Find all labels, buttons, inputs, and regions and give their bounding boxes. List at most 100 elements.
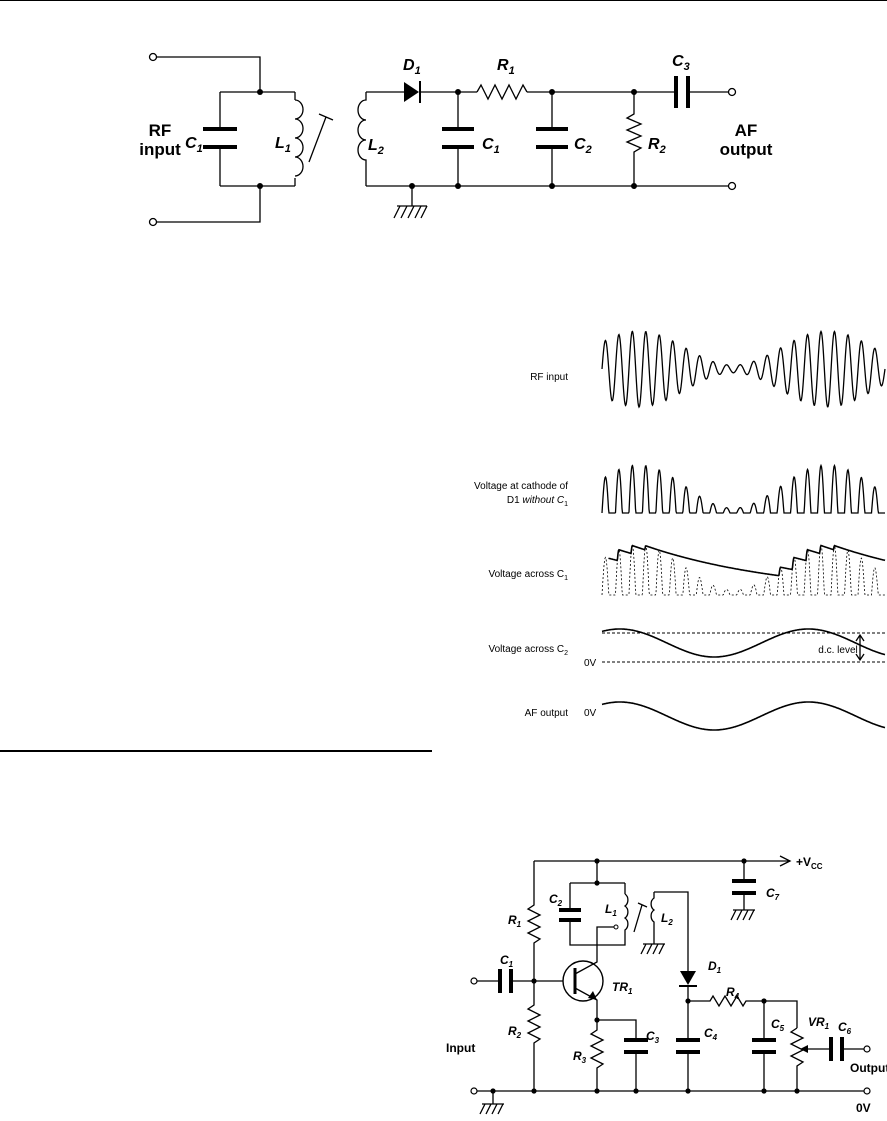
rf-input-waveform	[601, 329, 886, 409]
af-output-waveform	[601, 701, 886, 731]
node	[631, 89, 637, 95]
node	[531, 978, 537, 984]
rf-input-wave-label: RF input	[530, 372, 568, 383]
l1-tap	[613, 924, 619, 930]
section-divider	[0, 750, 432, 752]
d1-label: D1	[403, 57, 421, 77]
tr1-emitter-arrow	[588, 991, 597, 1000]
node	[455, 89, 461, 95]
r1-label: R1	[508, 913, 522, 929]
l2-label: L2	[661, 911, 673, 927]
input-label: Input	[446, 1041, 475, 1055]
c7-label: C7	[766, 886, 780, 902]
node	[455, 183, 461, 189]
zero-volt-label: 0V	[856, 1101, 871, 1115]
ferrite-core	[308, 113, 334, 163]
af-output-wave-label: AF output	[525, 708, 569, 719]
c3-label: C3	[646, 1029, 660, 1045]
c2-waveform	[601, 628, 886, 658]
tr1-label: TR1	[612, 980, 633, 996]
node	[685, 1088, 691, 1094]
ground-symbol	[479, 1091, 504, 1115]
r2-resistor	[625, 92, 643, 186]
page-top-rule	[0, 0, 887, 1]
c1-sawtooth-waveform	[608, 544, 886, 577]
r1-resistor	[476, 83, 528, 101]
l2-label: L2	[368, 137, 384, 157]
node	[594, 858, 600, 864]
cathode-wave-label-2: D1 without C1	[507, 495, 568, 508]
ground-symbol	[397, 186, 427, 207]
output-label: Output	[850, 1061, 887, 1075]
dc-level-label: d.c. level	[818, 645, 857, 656]
vr1-wiper-arrow	[800, 1045, 808, 1053]
rf-input-terminal-top	[148, 52, 158, 62]
c7-wires	[730, 861, 755, 921]
node	[531, 1088, 537, 1094]
r3-label: R3	[573, 1049, 587, 1065]
d1-label: D1	[708, 959, 722, 975]
cathode-waveform	[601, 463, 885, 514]
rf-input-terminal-bottom	[148, 217, 158, 227]
core	[633, 902, 648, 933]
node	[594, 1017, 600, 1023]
c1-rectified-dashed-waveform	[601, 544, 885, 596]
across-c2-label: Voltage across C2	[488, 644, 568, 657]
l2-ground	[640, 943, 665, 955]
node	[594, 880, 600, 886]
vr1-label: VR1	[808, 1015, 830, 1031]
l1-label: L1	[275, 135, 291, 155]
d1-diode	[404, 82, 419, 102]
input-wires	[157, 56, 261, 223]
c2-label: C2	[574, 136, 592, 156]
node	[685, 998, 691, 1004]
vr1-potentiometer	[789, 1027, 805, 1091]
r1-label: R1	[497, 57, 515, 77]
rf-input-label-1: RF	[149, 121, 172, 140]
node	[549, 89, 555, 95]
r4-label: R4	[726, 985, 740, 1001]
l2-coil	[650, 891, 689, 971]
af-output-label-2: output	[720, 140, 773, 159]
ground-hatch	[393, 205, 428, 219]
r3-c3-emitter-network	[589, 1019, 637, 1091]
r1-resistor	[526, 861, 542, 981]
c2-label: C2	[549, 892, 563, 908]
dc-level-arrow	[855, 633, 865, 662]
af-zero-volt-label: 0V	[584, 708, 597, 719]
node	[794, 1088, 800, 1094]
rf-input-label-2: input	[139, 140, 181, 159]
c1-left-label: C1	[185, 135, 203, 155]
input-ground-terminal	[470, 1087, 478, 1095]
l2-coil	[357, 92, 367, 186]
node	[594, 1088, 600, 1094]
vcc-label: +VCC	[796, 855, 823, 871]
c4-label: C4	[704, 1026, 718, 1042]
d1-diode	[680, 971, 696, 985]
tr1-transistor	[562, 960, 604, 1002]
c3-label: C3	[672, 53, 690, 73]
input-terminal	[470, 977, 478, 985]
r2-label: R2	[508, 1024, 522, 1040]
across-c1-label: Voltage across C1	[488, 569, 568, 582]
amplifier-circuit: +VCC Input Output 0V R1 R2 R3 R4 C1 C2 C…	[446, 855, 887, 1115]
vcc-arrow	[779, 855, 792, 867]
l1-label: L1	[605, 902, 617, 918]
c6-label: C6	[838, 1020, 852, 1036]
waveform-panel: RF input Voltage at cathode of D1 withou…	[474, 329, 886, 731]
c2-zero-volt-label: 0V	[584, 658, 597, 669]
c1-right-label: C1	[482, 136, 500, 156]
node	[631, 183, 637, 189]
r2-resistor	[526, 981, 542, 1091]
c1-label: C1	[500, 953, 514, 969]
c5-label: C5	[771, 1017, 785, 1033]
zero-volt-terminal	[863, 1087, 871, 1095]
af-output-terminal-top	[727, 87, 737, 97]
l1-coil	[623, 893, 629, 940]
af-output-terminal-bottom	[727, 181, 737, 191]
l1-coil	[294, 99, 304, 177]
output-terminal	[863, 1045, 871, 1053]
cathode-wave-label-1: Voltage at cathode of	[474, 481, 568, 492]
node	[257, 183, 263, 189]
